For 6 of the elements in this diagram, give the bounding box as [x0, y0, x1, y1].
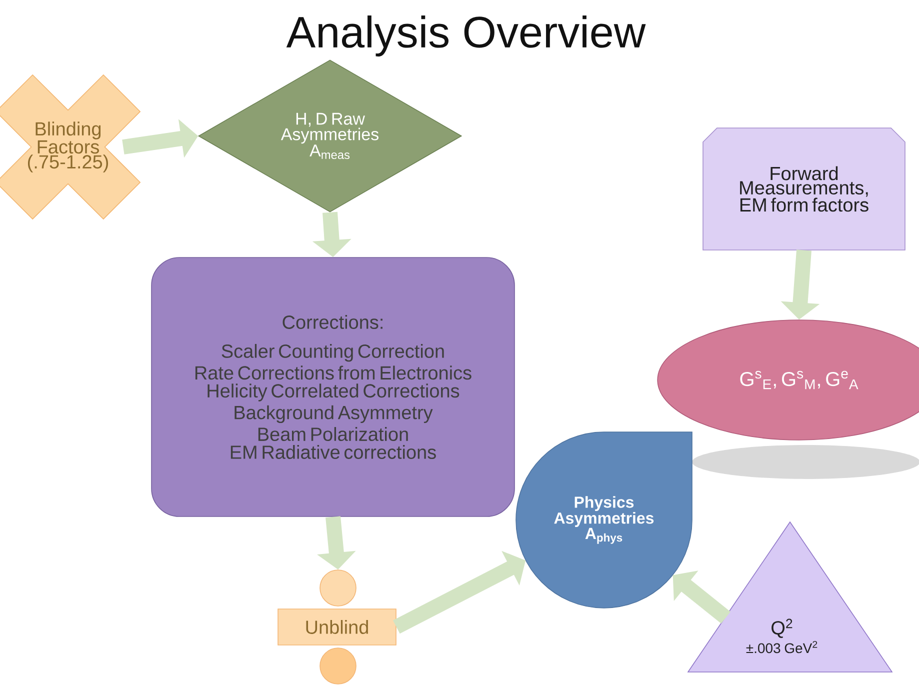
input-box: Forward Measurements, EM form factors: [702, 128, 906, 250]
circle-shape: [320, 570, 356, 606]
circle-shape: [320, 648, 356, 684]
process-box: Unblind: [278, 608, 396, 646]
title: Analysis Overview: [286, 15, 646, 56]
process-box: Corrections: Scaler Counting Correction Rate Corrections from Electronics Helicity Correlated Corrections Background Asymmetry Beam Polarization EM Radiative corrections: [151, 257, 515, 517]
